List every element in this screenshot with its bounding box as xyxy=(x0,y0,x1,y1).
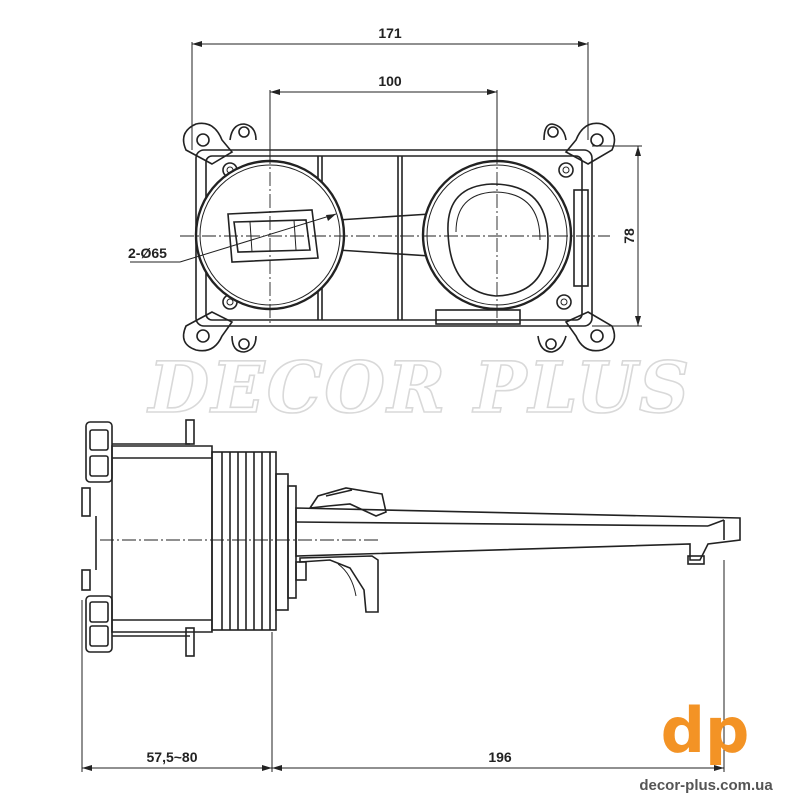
dimension-label-100: 100 xyxy=(378,73,402,89)
website-url: decor-plus.com.ua xyxy=(639,777,773,794)
dimension-depth: 57,5~80 xyxy=(81,600,273,772)
top-view xyxy=(180,122,616,353)
dimension-label-diameter: 2-Ø65 xyxy=(128,245,167,261)
mounting-ears xyxy=(182,122,616,353)
watermark-text: DECOR PLUS xyxy=(147,346,692,429)
dimension-label-196: 196 xyxy=(488,749,512,765)
dimension-label-78: 78 xyxy=(621,228,637,244)
logo-mark: dp xyxy=(661,694,750,767)
dimension-label-depth: 57,5~80 xyxy=(147,749,198,765)
brand-logo: dp decor-plus.com.ua xyxy=(639,694,773,794)
dimension-196: 196 xyxy=(272,560,725,772)
dimension-78: 78 xyxy=(592,145,642,327)
dimension-100: 100 xyxy=(269,73,498,160)
dimension-label-171: 171 xyxy=(378,25,402,41)
dimension-diameter: 2-Ø65 xyxy=(128,213,337,263)
side-view xyxy=(81,419,741,657)
dimension-171: 171 xyxy=(191,25,589,150)
